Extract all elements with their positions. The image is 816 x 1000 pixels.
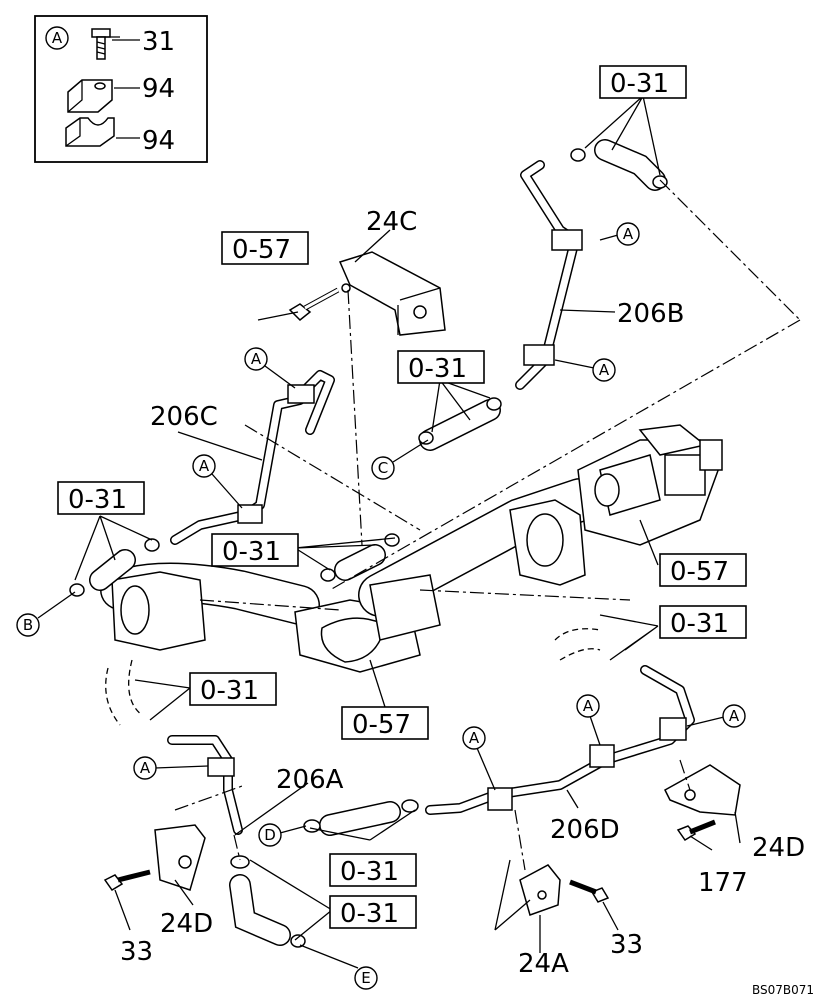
centerline (514, 809, 526, 871)
drawing-code: BS07B071 (752, 983, 814, 997)
svg-text:0-57: 0-57 (352, 710, 411, 740)
svg-text:0-31: 0-31 (670, 609, 729, 639)
label-24a: 24A (518, 949, 569, 979)
svg-text:A: A (469, 729, 480, 747)
ref-box: 0-31 (599, 65, 687, 99)
centerline (199, 599, 341, 611)
centerline (233, 834, 241, 861)
svg-text:A: A (729, 707, 740, 725)
callout-a: A (686, 704, 746, 728)
bolt-icon (103, 869, 151, 892)
label-24d-left: 24D (160, 909, 213, 939)
svg-text:0-31: 0-31 (68, 485, 127, 515)
pipe-206d (425, 665, 695, 815)
callout-e: E (299, 944, 378, 990)
inset-bolt-number: 31 (142, 27, 175, 57)
svg-text:A: A (623, 225, 634, 243)
centerline (679, 759, 691, 791)
svg-text:0-31: 0-31 (340, 857, 399, 887)
pipe-206a (167, 735, 243, 835)
leader-lines (74, 36, 741, 953)
ref-box: 0-31 (329, 853, 417, 887)
callout-d: D (258, 823, 307, 847)
svg-text:A: A (199, 457, 210, 475)
centerline (244, 424, 421, 531)
ref-box: 0-31 (397, 350, 485, 384)
svg-text:A: A (251, 350, 262, 368)
label-206d: 206D (550, 815, 620, 845)
callout-b: B (16, 591, 76, 637)
bracket-24c (338, 251, 446, 336)
bracket-24d-right (664, 764, 741, 816)
centerline (347, 289, 363, 546)
label-206a: 206A (276, 765, 344, 795)
svg-text:D: D (264, 826, 276, 844)
svg-text:0-31: 0-31 (222, 537, 281, 567)
bolt-icon (288, 287, 340, 322)
ref-box: 0-57 (221, 231, 309, 265)
bolt-icon (676, 819, 716, 842)
svg-text:0-31: 0-31 (200, 676, 259, 706)
ref-box: 0-31 (659, 605, 747, 639)
bolt-icon (569, 879, 610, 903)
label-177: 177 (698, 868, 748, 898)
centerline (419, 589, 631, 601)
ref-box: 0-31 (189, 672, 277, 706)
inset-callout-circle (45, 26, 69, 50)
bracket-24a (519, 864, 561, 916)
callout-a: A (133, 756, 209, 780)
callout-a: A (599, 222, 640, 246)
centerline (659, 179, 801, 321)
svg-text:0-57: 0-57 (670, 557, 729, 587)
label-24c: 24C (366, 207, 417, 237)
inset-detail-a: A 31 94 94 (34, 15, 208, 163)
svg-text:A: A (599, 361, 610, 379)
callout-c: C (371, 439, 429, 480)
svg-text:0-31: 0-31 (408, 354, 467, 384)
svg-text:C: C (378, 459, 388, 477)
svg-text:E: E (361, 969, 370, 987)
label-24d-right: 24D (752, 833, 805, 863)
inset-clamp-upper-number: 94 (142, 74, 175, 104)
egr-cooler-body (100, 424, 723, 673)
callout-a: A (554, 358, 616, 382)
ref-box: 0-31 (329, 895, 417, 929)
pipe-206b (515, 160, 583, 390)
inset-clamp-lower-number: 94 (142, 126, 175, 156)
svg-text:A: A (140, 759, 151, 777)
clamp-lower-icon (65, 117, 115, 147)
callout-a: A (244, 347, 296, 389)
pipe-206c (170, 370, 335, 545)
callout-a: A (192, 454, 243, 509)
svg-text:A: A (583, 697, 594, 715)
svg-text:0-31: 0-31 (340, 899, 399, 929)
ref-box: 0-31 (211, 533, 299, 567)
ref-box: 0-31 (57, 481, 145, 515)
bracket-24d-left (154, 824, 206, 891)
label-33-left: 33 (120, 937, 153, 967)
centerline (329, 319, 801, 591)
svg-text:B: B (23, 616, 33, 634)
egr-valve (577, 424, 723, 546)
svg-text:0-57: 0-57 (232, 235, 291, 265)
centerline (174, 784, 246, 811)
clamp-upper-icon (67, 79, 113, 113)
label-206c: 206C (150, 402, 218, 432)
callout-a: A (576, 694, 601, 746)
ref-box: 0-57 (659, 553, 747, 587)
label-33-right: 33 (610, 930, 643, 960)
callout-a: A (462, 726, 496, 791)
inset-callout-letter: A (52, 29, 63, 47)
ref-box: 0-57 (341, 706, 429, 740)
svg-text:0-31: 0-31 (610, 69, 669, 99)
label-206b: 206B (617, 299, 684, 329)
